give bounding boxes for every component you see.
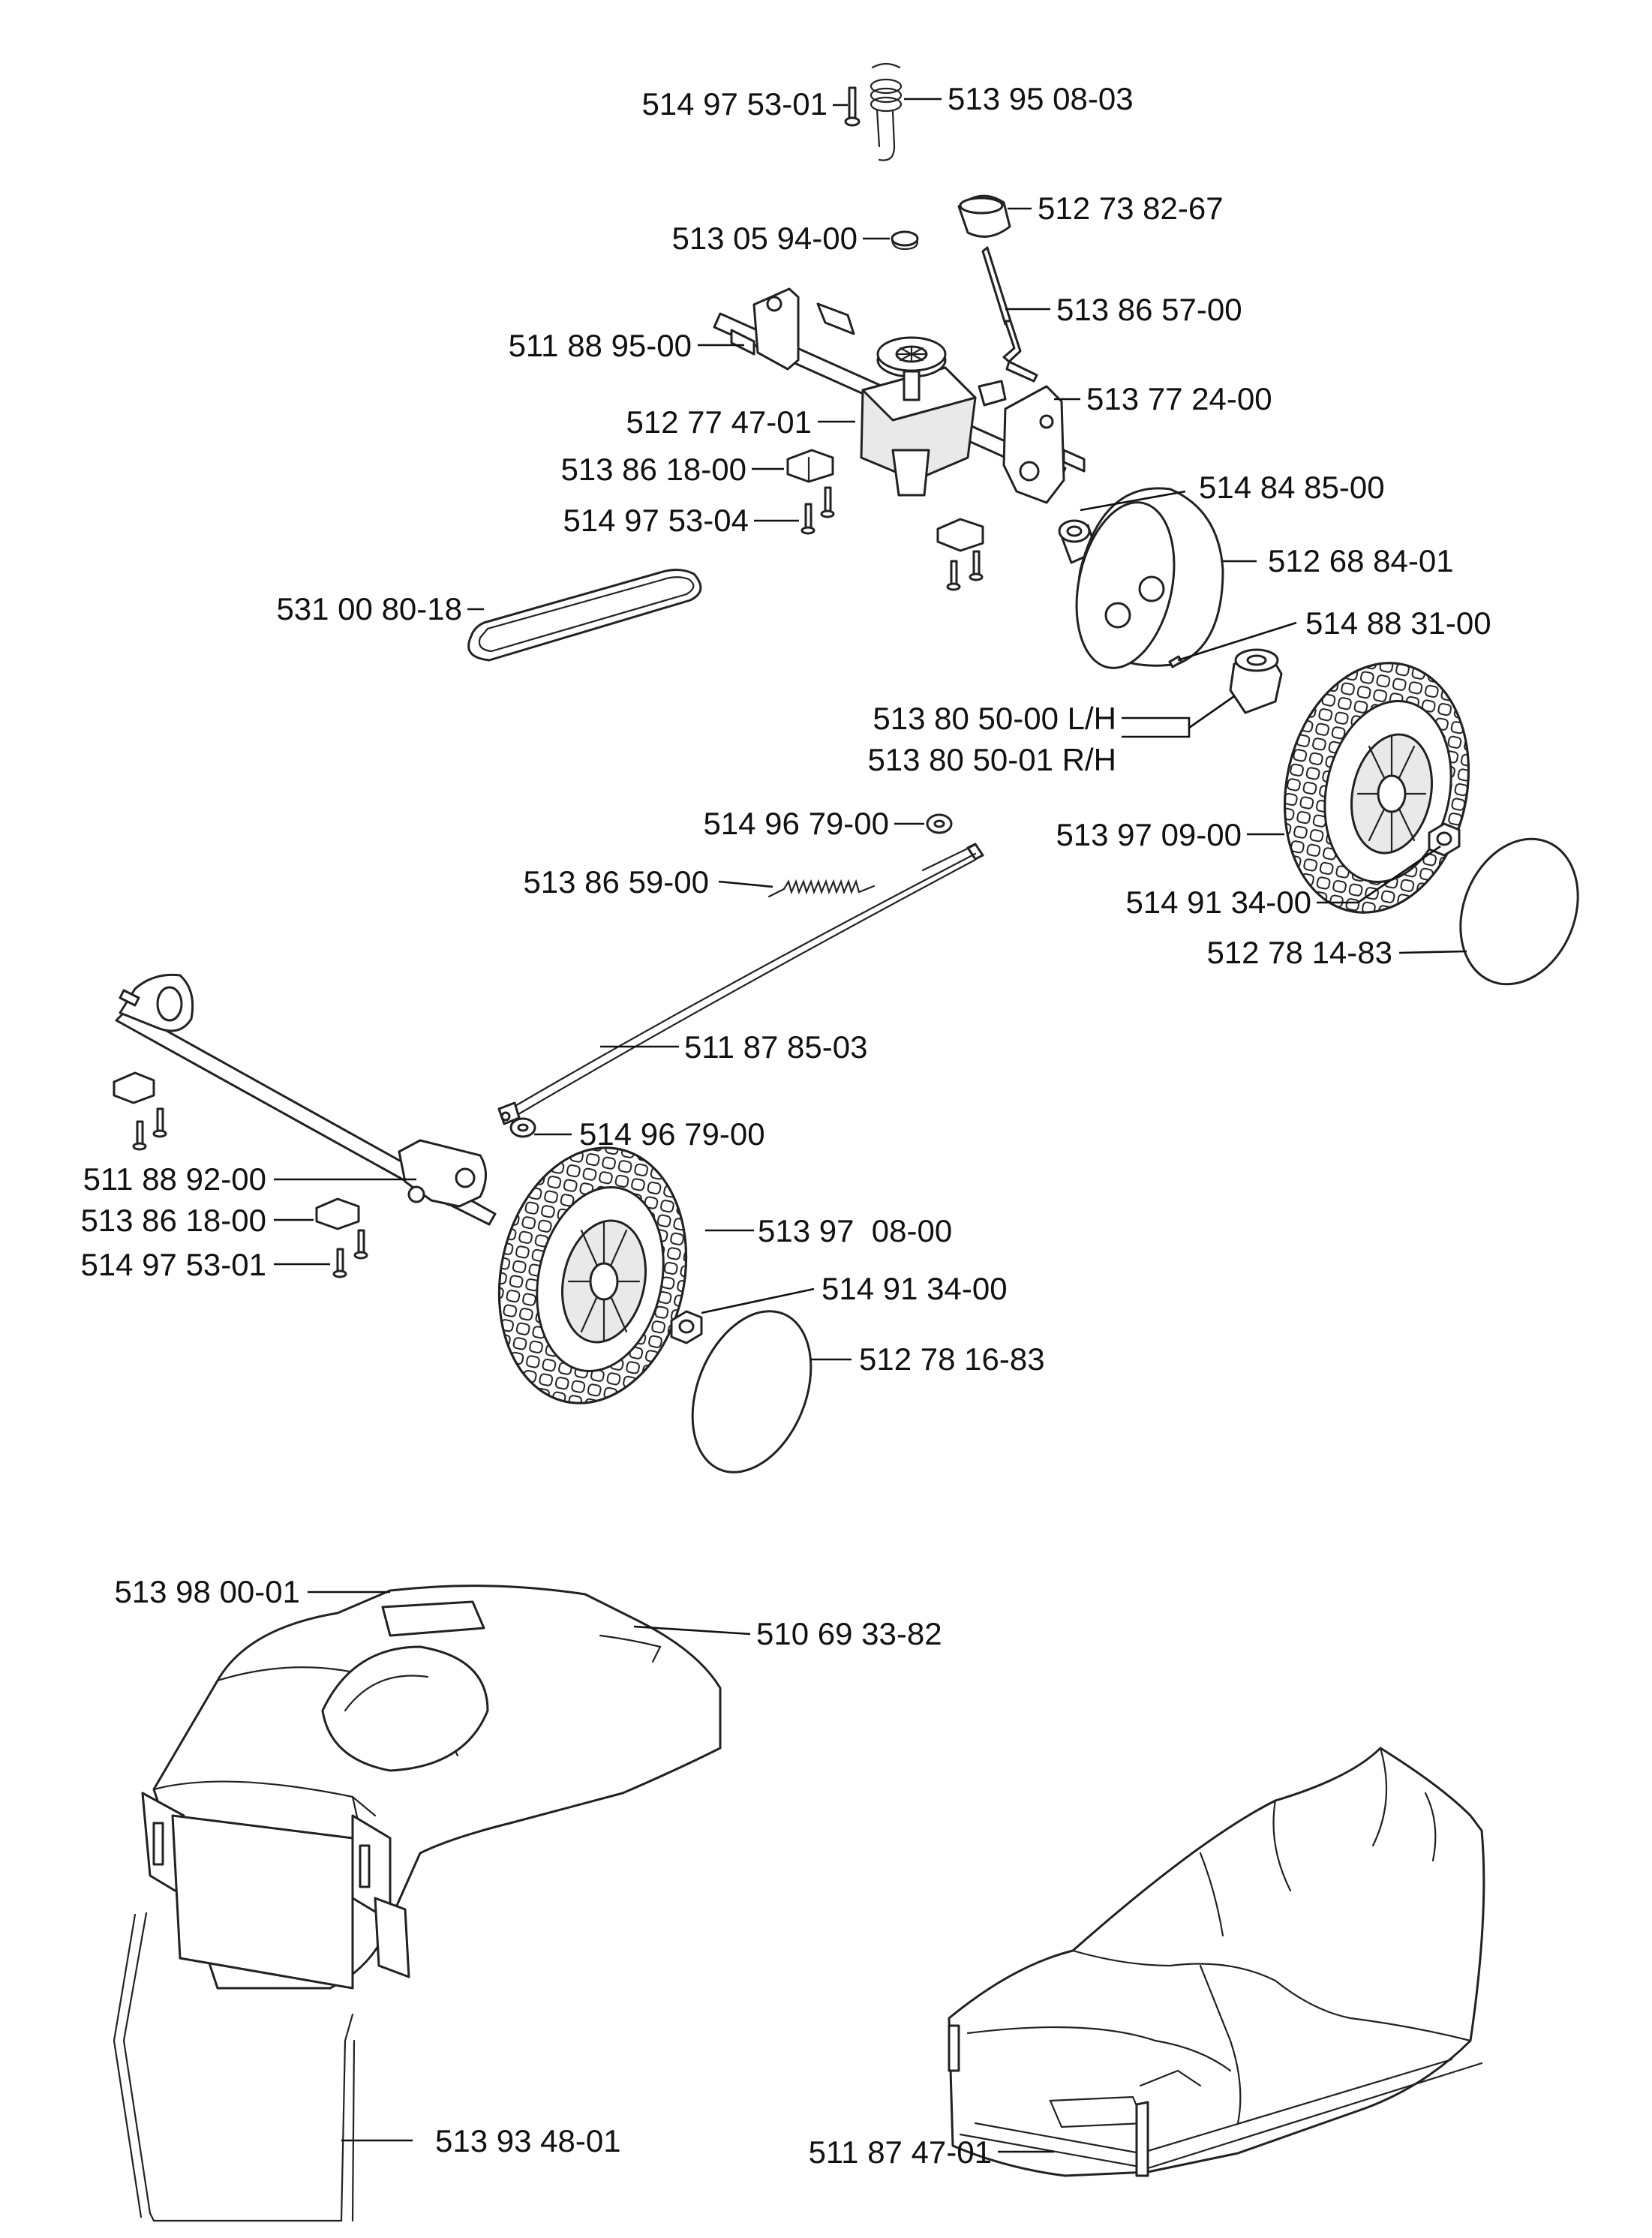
- label-513-97-08-00: 513 97 08-00: [758, 1213, 952, 1248]
- wheel-front-part: [497, 1146, 688, 1404]
- label-513-86-57-00: 513 86 57-00: [1056, 292, 1242, 327]
- label-512-73-82-67: 512 73 82-67: [1038, 191, 1224, 226]
- torsion-spring-part: [870, 62, 903, 161]
- front-axle-part: [115, 973, 497, 1226]
- label-511-87-85-03: 511 87 85-03: [684, 1029, 867, 1065]
- clamp-screws-left-lower: [315, 1197, 368, 1278]
- label-513-05-94-00: 513 05 94-00: [671, 221, 858, 256]
- label-512-78-14-83: 512 78 14-83: [1206, 935, 1392, 970]
- gearbox-assembly: [713, 287, 1086, 504]
- label-513-86-18-00-bottom: 513 86 18-00: [80, 1203, 266, 1238]
- label-512-68-84-01: 512 68 84-01: [1268, 543, 1454, 578]
- label-514-97-53-01-bottom: 514 97 53-01: [80, 1247, 266, 1282]
- label-512-78-16-83: 512 78 16-83: [859, 1341, 1045, 1377]
- wheel-rear-part: [1284, 662, 1470, 914]
- extension-spring-part: [767, 879, 876, 898]
- label-531-00-80-18: 531 00 80-18: [276, 591, 462, 626]
- hubcap-rear-part: [1459, 837, 1579, 986]
- clamp-screws-top: [786, 449, 835, 535]
- label-513-77-24-00: 513 77 24-00: [1086, 381, 1272, 416]
- label-513-97-09-00: 513 97 09-00: [1056, 817, 1242, 852]
- control-rod-part: [497, 843, 984, 1125]
- label-512-77-47-01: 512 77 47-01: [626, 404, 812, 440]
- washer-bottom-part: [509, 1117, 536, 1138]
- knob-part: [957, 194, 1011, 238]
- label-513-80-50-00: 513 80 50-00 L/H: [873, 701, 1116, 736]
- screw-part: [844, 86, 861, 127]
- label-510-69-33-82: 510 69 33-82: [756, 1616, 942, 1651]
- label-514-84-85-00: 514 84 85-00: [1199, 470, 1385, 505]
- nut-front-part: [670, 1310, 703, 1344]
- label-514-96-79-00-top: 514 96 79-00: [703, 806, 889, 841]
- label-514-88-31-00: 514 88 31-00: [1305, 605, 1491, 641]
- label-514-96-79-00-bottom: 514 96 79-00: [579, 1116, 765, 1152]
- gear-cover-part: [1075, 487, 1224, 669]
- pinion-gear-part: [1229, 648, 1283, 714]
- lever-part: [981, 246, 1038, 383]
- label-514-97-53-01-top: 514 97 53-01: [641, 86, 828, 122]
- clamp-screws-left-upper: [113, 1071, 167, 1151]
- leader-lines: [274, 98, 1467, 2153]
- label-513-95-08-03: 513 95 08-03: [948, 81, 1134, 116]
- frame-part: [113, 1912, 356, 2222]
- drive-belt-part: [467, 569, 702, 662]
- clamp-screws-right: [936, 518, 984, 591]
- label-511-88-95-00: 511 88 95-00: [509, 328, 692, 363]
- label-513-80-50-01: 513 80 50-01 R/H: [867, 742, 1116, 777]
- label-513-86-59-00: 513 86 59-00: [523, 864, 709, 900]
- label-511-88-92-00: 511 88 92-00: [83, 1161, 266, 1197]
- label-513-86-18-00-top: 513 86 18-00: [560, 452, 746, 487]
- part-number-labels: 514 97 53-01 513 95 08-03 512 73 82-67 5…: [80, 81, 1491, 2170]
- grass-bag-part: [948, 1747, 1485, 2177]
- washer-top-part: [926, 813, 953, 834]
- clip-part: [891, 230, 919, 251]
- grass-catcher-top-part: [141, 1585, 722, 1990]
- nut-rear-part: [1428, 822, 1461, 857]
- label-513-93-48-01: 513 93 48-01: [435, 2123, 621, 2158]
- label-514-97-53-04: 514 97 53-04: [563, 503, 749, 538]
- label-511-87-47-01: 511 87 47-01: [809, 2134, 992, 2170]
- label-514-91-34-00-bottom: 514 91 34-00: [821, 1271, 1008, 1306]
- label-513-98-00-01: 513 98 00-01: [114, 1574, 300, 1609]
- label-514-91-34-00-top: 514 91 34-00: [1125, 885, 1311, 920]
- hubcap-front-part: [691, 1310, 812, 1473]
